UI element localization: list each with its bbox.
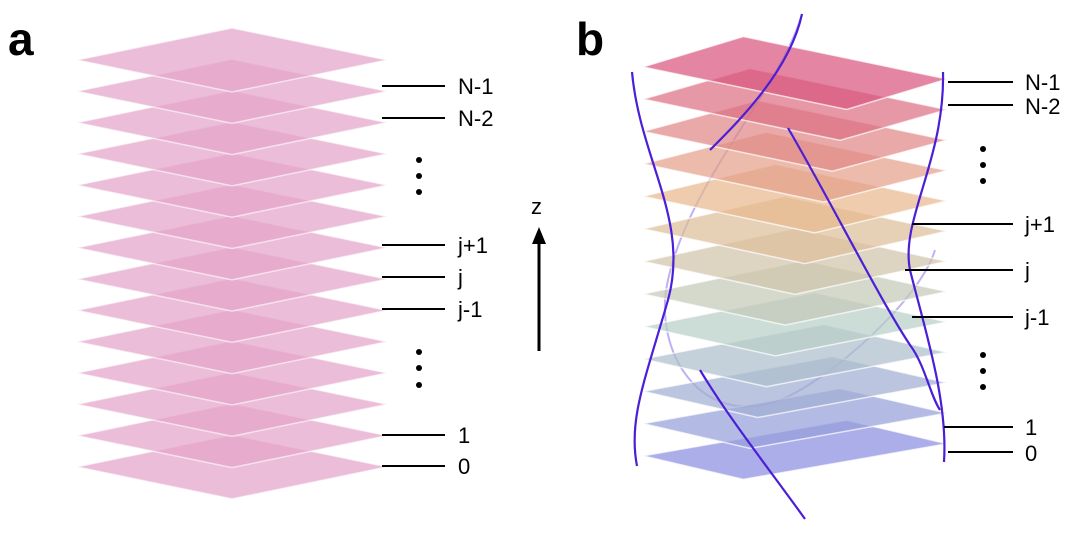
helix-curve-front-1 (709, 13, 804, 151)
ellipsis-dot (416, 173, 422, 179)
ellipsis-b-upper (980, 146, 986, 184)
layer-leaders-a (382, 85, 445, 467)
layer-label-b-n-1: N-1 (1025, 70, 1060, 95)
layer-label-a-j-plus-1: j+1 (457, 233, 488, 258)
layer-plane (642, 387, 948, 450)
ellipsis-dot (980, 368, 986, 374)
ellipsis-dot (980, 146, 986, 152)
layer-label-a-n-2: N-2 (458, 106, 493, 131)
layer-labels-a: N-1 N-2 j+1 j j-1 1 0 (457, 74, 493, 479)
panel-b-label: b (576, 13, 604, 65)
layer-plane (642, 419, 948, 481)
ellipsis-dot (416, 365, 422, 371)
ellipsis-dot (980, 352, 986, 358)
layer-label-b-1: 1 (1025, 415, 1037, 440)
layer-label-a-1: 1 (458, 423, 470, 448)
layer-plane (642, 323, 948, 388)
ellipsis-dot (416, 189, 422, 195)
layer-stack-b (642, 35, 948, 481)
z-axis: z (531, 194, 546, 351)
helix-curve-left (630, 71, 675, 467)
ellipsis-dot (416, 382, 422, 388)
layer-label-a-n-1: N-1 (458, 74, 493, 99)
ellipsis-dot (980, 384, 986, 390)
helix-curve-front-2 (787, 127, 941, 411)
layer-plane (642, 131, 948, 203)
ellipsis-dot (980, 162, 986, 168)
layer-label-b-j: j (1024, 258, 1030, 283)
panel-a: a N-1 N-2 j+1 j j-1 1 0 (8, 13, 493, 500)
panel-a-label: a (8, 13, 34, 65)
z-axis-label: z (531, 194, 542, 219)
helix-curve-front-3 (699, 369, 806, 520)
layer-labels-b: N-1 N-2 j+1 j j-1 1 0 (1024, 70, 1060, 466)
layer-label-b-j-plus-1: j+1 (1024, 212, 1055, 237)
layer-label-b-0: 0 (1025, 441, 1037, 466)
layer-plane (642, 291, 948, 357)
layer-label-b-j-minus-1: j-1 (1024, 305, 1049, 330)
panel-b: b N-1 N-2 j+1 j j-1 1 0 (576, 13, 1060, 520)
layer-plane (642, 163, 948, 234)
ellipsis-b-lower (980, 352, 986, 390)
layer-label-a-0: 0 (458, 454, 470, 479)
ellipsis-dot (980, 178, 986, 184)
layer-label-a-j: j (457, 265, 463, 290)
ellipsis-a-lower (416, 349, 422, 388)
z-axis-arrow-head (532, 227, 546, 244)
ellipsis-a-upper (416, 157, 422, 195)
layer-leaders-b (905, 81, 1013, 453)
layer-label-b-n-2: N-2 (1025, 94, 1060, 119)
layer-label-a-j-minus-1: j-1 (457, 297, 482, 322)
layer-plane (642, 35, 948, 111)
layer-stack-a (76, 27, 388, 500)
layer-plane (76, 27, 388, 93)
ellipsis-dot (416, 157, 422, 163)
ellipsis-dot (416, 349, 422, 355)
